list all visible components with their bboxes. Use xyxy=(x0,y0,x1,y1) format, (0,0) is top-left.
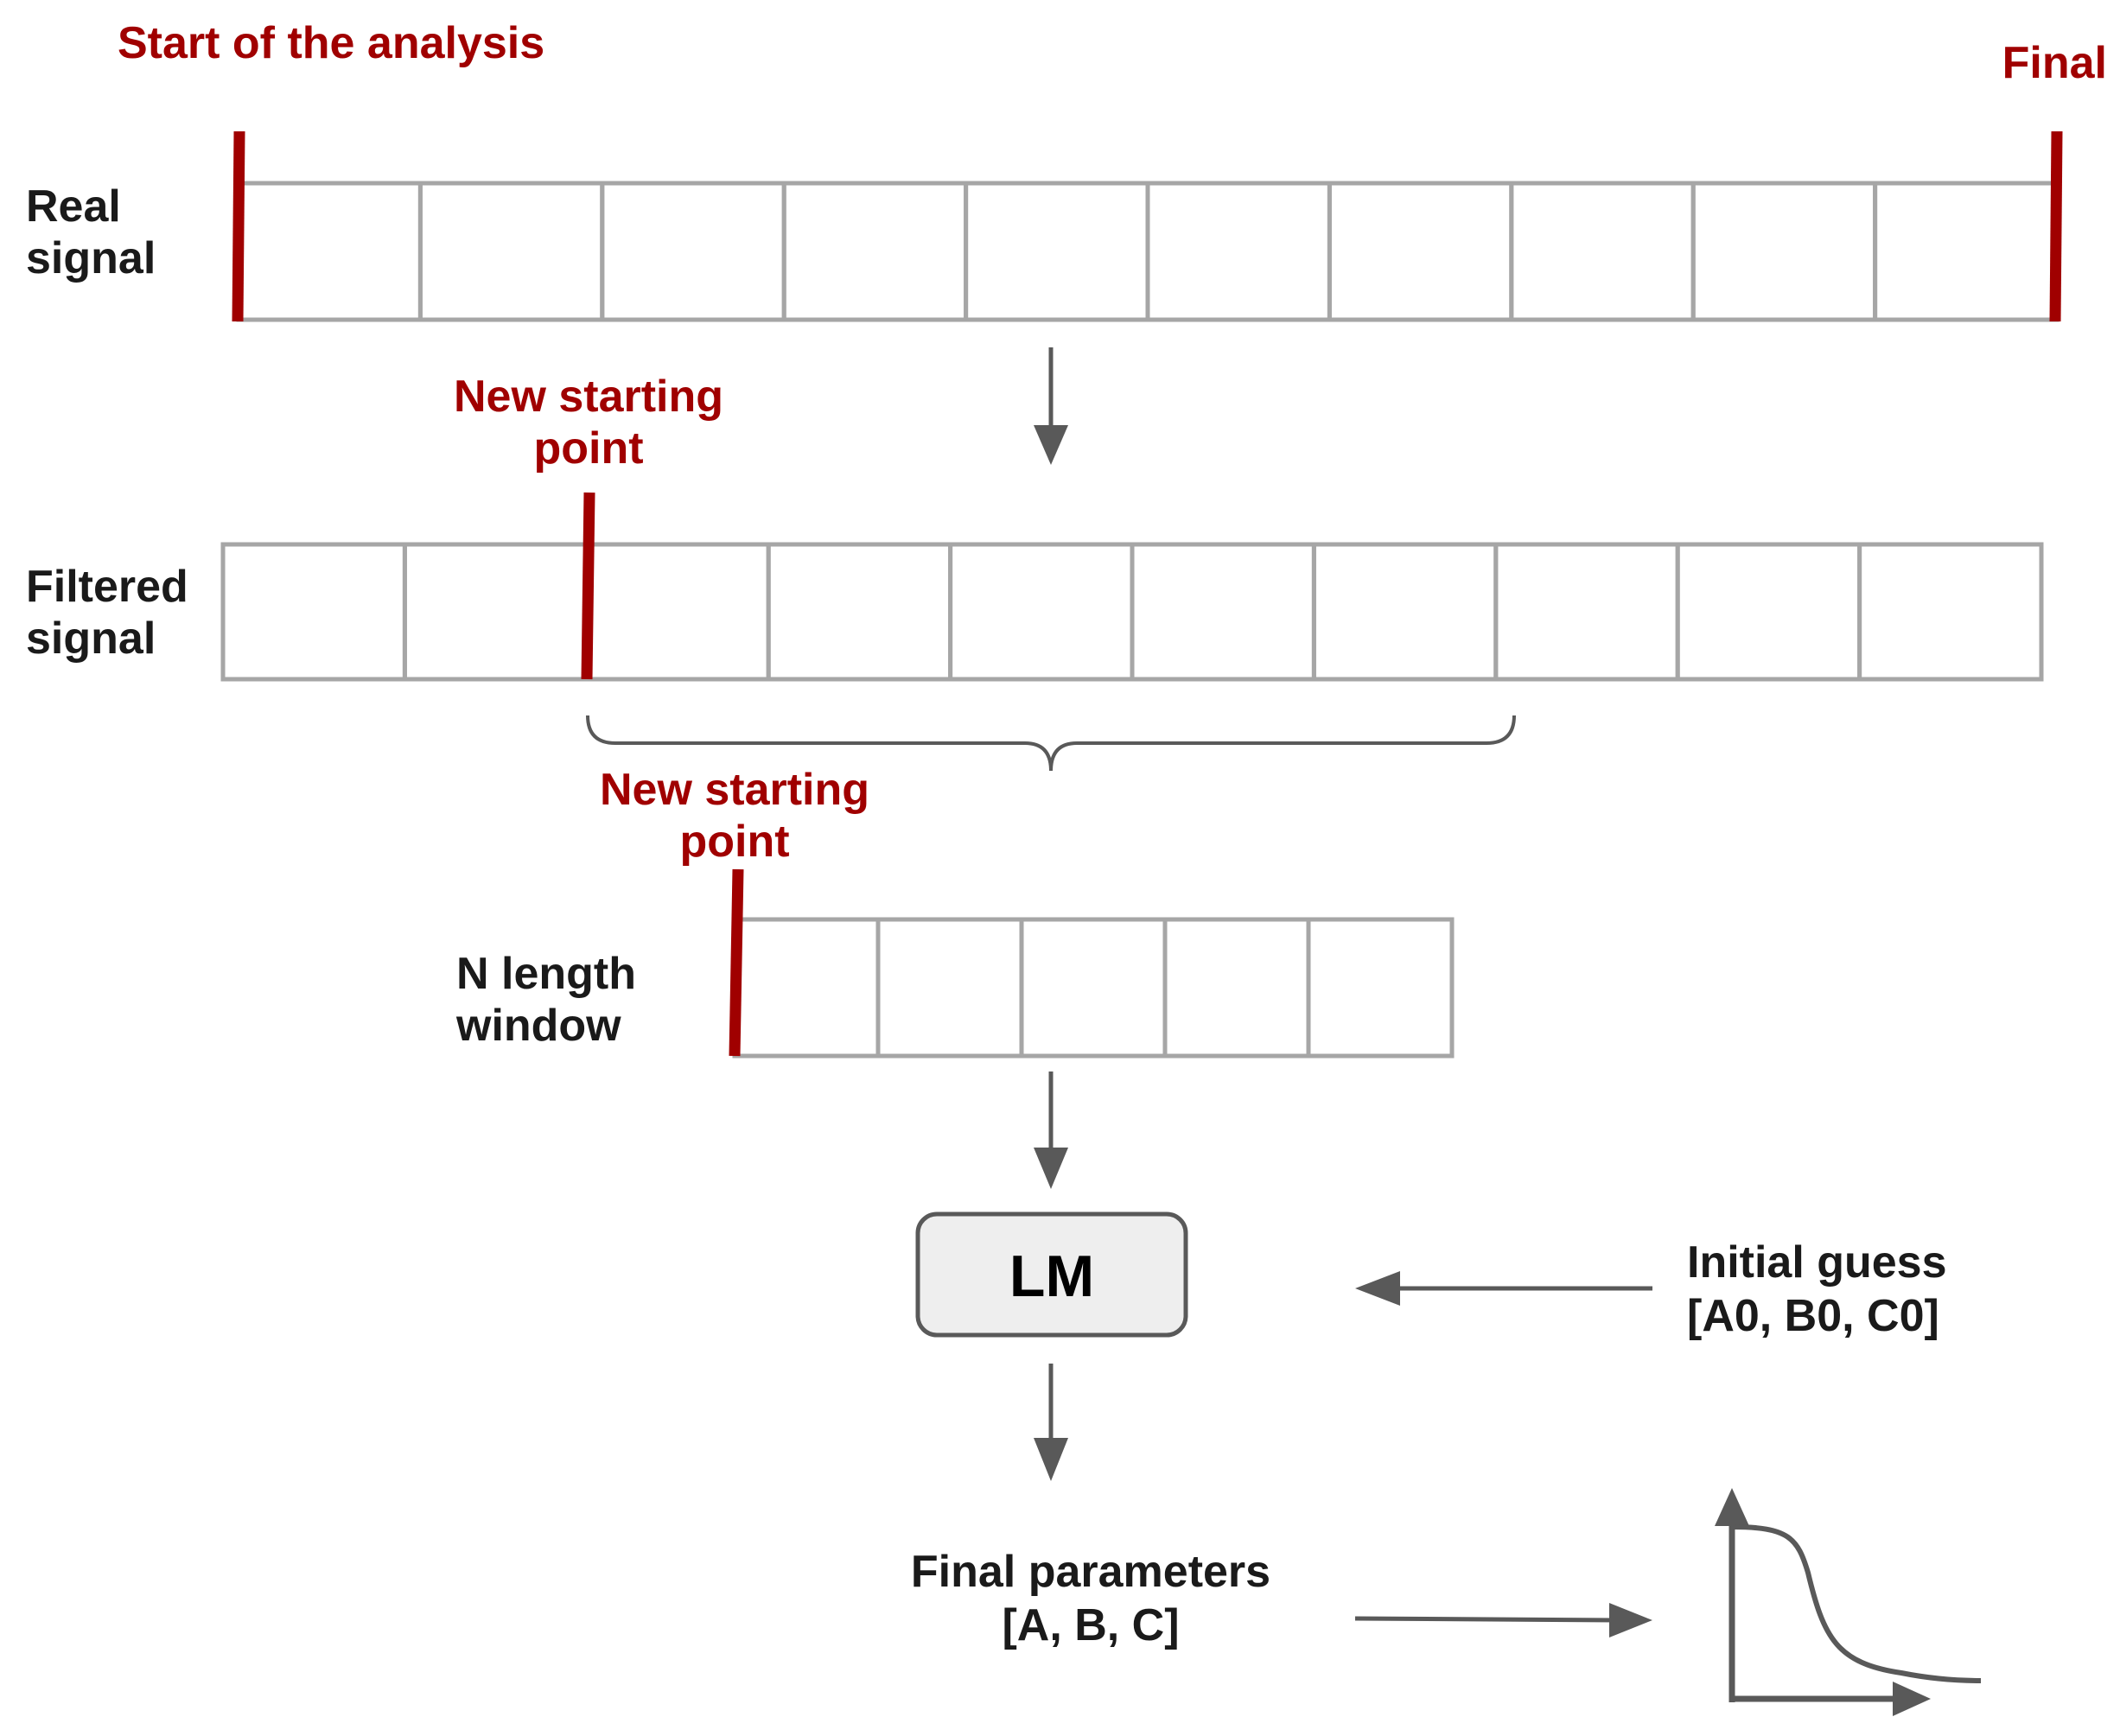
arrow-real-to-filtered xyxy=(1034,347,1068,465)
lm-label: LM xyxy=(1009,1243,1094,1309)
real-signal-cell-2 xyxy=(417,181,605,322)
arrow-params-to-plot xyxy=(1354,1603,1652,1637)
final-parameters-label-line2: [A, B, C] xyxy=(1002,1600,1179,1650)
real-signal-cell-10 xyxy=(1873,181,2060,322)
filtered-signal-cell-9 xyxy=(1675,542,1862,682)
lm-box xyxy=(915,1211,1188,1338)
n-window-label-line1: N length xyxy=(456,949,636,999)
real-signal-cell-1 xyxy=(236,181,423,322)
real-signal-cell-4 xyxy=(781,181,969,322)
filtered-signal-cells xyxy=(220,542,2044,682)
n-window-cell-3 xyxy=(1019,917,1168,1059)
window-brace xyxy=(586,715,1516,772)
arrow-lm-to-final-parameters xyxy=(1034,1364,1068,1481)
filtered-signal-cell-6 xyxy=(1130,542,1316,682)
filtered-signal-cell-3 xyxy=(584,542,771,682)
new-starting-point-2-label-line2: point xyxy=(679,817,789,867)
arrow-guess-to-lm xyxy=(1355,1271,1652,1306)
real-signal-label-line1: Real xyxy=(26,181,121,232)
final-parameters-label-line1: Final parameters xyxy=(911,1547,1270,1597)
n-window-cell-4 xyxy=(1162,917,1311,1059)
filtered-signal-cell-1 xyxy=(220,542,407,682)
real-signal-cell-7 xyxy=(1327,181,1514,322)
filtered-signal-label-line1: Filtered xyxy=(26,562,188,612)
filtered-signal-cell-4 xyxy=(766,542,953,682)
arrow-window-to-lm xyxy=(1034,1071,1068,1189)
filtered-signal-cell-5 xyxy=(948,542,1135,682)
new-starting-marker-window xyxy=(729,868,744,1057)
filtered-signal-cell-8 xyxy=(1493,542,1680,682)
n-window-cells xyxy=(732,917,1455,1059)
filtered-signal-label-line2: signal xyxy=(26,614,156,664)
new-starting-point-label-line2: point xyxy=(533,423,643,474)
start-of-analysis-label: Start of the analysis xyxy=(118,18,544,68)
n-window-cell-1 xyxy=(732,917,881,1059)
new-starting-marker-filtered xyxy=(581,492,595,680)
filtered-signal-cell-2 xyxy=(402,542,589,682)
filtered-signal-cell-10 xyxy=(1857,542,2044,682)
filtered-signal-cell-7 xyxy=(1311,542,1499,682)
initial-guess-label-line1: Initial guess xyxy=(1687,1237,1947,1288)
decay-curve-plot-icon xyxy=(1715,1488,1982,1716)
real-signal-cell-6 xyxy=(1145,181,1332,322)
start-marker xyxy=(232,130,245,322)
real-signal-cells xyxy=(236,181,2060,322)
n-window-cell-5 xyxy=(1306,917,1455,1059)
n-window-cell-2 xyxy=(875,917,1024,1059)
real-signal-cell-9 xyxy=(1690,181,1878,322)
n-window-label-line2: window xyxy=(455,1001,621,1051)
real-signal-label-line2: signal xyxy=(26,233,156,283)
final-label: Final xyxy=(2002,38,2107,88)
real-signal-cell-3 xyxy=(600,181,786,322)
new-starting-point-label-line1: New starting xyxy=(454,372,723,422)
initial-guess-label-line2: [A0, B0, C0] xyxy=(1687,1291,1939,1341)
real-signal-cell-5 xyxy=(964,181,1150,322)
new-starting-point-2-label-line1: New starting xyxy=(600,765,869,815)
final-marker xyxy=(2049,130,2063,322)
real-signal-cell-8 xyxy=(1509,181,1696,322)
